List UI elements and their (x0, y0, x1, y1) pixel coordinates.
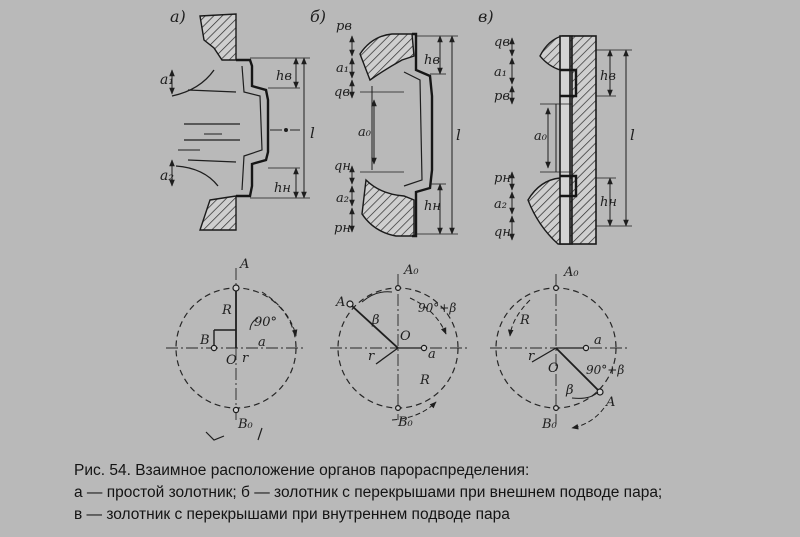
slide-valve-inner (241, 65, 263, 191)
cylinder-wall-top (199, 13, 237, 61)
panel-label-c: в) (478, 7, 494, 26)
caption-line-3: в — золотник с перекрышами при внутренне… (74, 506, 510, 523)
upper-port (560, 68, 578, 98)
figure-caption: Рис. 54. Взаимное расположение органов п… (74, 460, 774, 526)
steam-ports (171, 69, 240, 187)
label-l: l (310, 124, 315, 142)
lower-port (560, 174, 578, 198)
label-R: R (419, 373, 430, 388)
label-pv: pв (494, 89, 510, 104)
label-O: O (400, 329, 411, 344)
label-hv: hв (276, 69, 292, 84)
piston-head-top (359, 33, 415, 82)
panel-b-section: б) pв a₁ qв a₀ qн a₂ pн hв hн l (310, 7, 461, 238)
slide-valve-body (236, 58, 270, 198)
label-pn: pн (494, 171, 511, 186)
label-A: A (239, 257, 249, 272)
label-a2: a₂ (160, 168, 174, 184)
label-hn: hн (424, 199, 441, 214)
label-hn: hн (600, 195, 617, 210)
label-pv: pв (336, 19, 352, 34)
label-pn: pн (334, 221, 351, 236)
panel-label-b: б) (310, 7, 326, 26)
panel-label-a: а) (170, 7, 186, 26)
label-90deg: 90° (254, 315, 277, 330)
label-beta: β (371, 313, 380, 328)
label-a1: a₁ (336, 61, 349, 76)
label-B0: B₀ (237, 417, 254, 432)
piston-head-bottom (361, 178, 415, 237)
label-R: R (519, 313, 530, 328)
cylinder-wall-bottom (199, 195, 237, 231)
label-a: a (428, 347, 436, 362)
label-r: r (368, 349, 375, 364)
label-l: l (630, 126, 635, 144)
label-hv: hв (600, 69, 616, 84)
label-a0: a₀ (534, 129, 548, 144)
panel-c-section: в) qв a₁ pв a₀ pн a₂ qн hв hн (478, 7, 635, 245)
label-qn: qн (334, 159, 351, 174)
label-O: O (226, 353, 237, 368)
label-qv: qв (334, 85, 350, 100)
label-a2: a₂ (336, 191, 349, 206)
label-hn: hн (274, 181, 291, 196)
valve-sleeve (412, 32, 434, 238)
label-a2: a₂ (494, 197, 507, 212)
label-O: O (548, 361, 559, 376)
label-beta: β (565, 383, 574, 398)
label-A0: A₀ (403, 263, 419, 278)
label-a: a (258, 335, 266, 350)
caption-line-1: Рис. 54. Взаимное расположение органов п… (74, 462, 530, 479)
label-B: B (199, 333, 210, 348)
label-qv: qв (494, 35, 510, 50)
panel-a-section: а) a₁ a₂ hв hн l (160, 7, 315, 231)
label-r: r (242, 351, 249, 366)
label-l: l (456, 126, 461, 144)
label-qn: qн (494, 225, 511, 240)
panel-b-circle-diagram: A₀ A 90°+β β O a r R B₀ (330, 263, 468, 430)
caption-line-2: а — простой золотник; б — золотник с пер… (74, 484, 663, 501)
panel-c-circle-diagram: A₀ R r O a 90°+β β A B₀ (490, 265, 630, 432)
label-B0: B₀ (541, 417, 558, 432)
label-A0: A₀ (563, 265, 579, 280)
label-a1: a₁ (494, 65, 507, 80)
label-90-plus-beta: 90°+β (586, 363, 624, 377)
label-90-plus-beta: 90°+β (418, 301, 456, 315)
label-A: A (335, 295, 345, 310)
label-a1: a₁ (160, 72, 174, 88)
panel-a-circle-diagram: A R 90° B O a r B₀ (166, 257, 306, 441)
label-R: R (221, 303, 232, 318)
label-a: a (594, 333, 602, 348)
label-r: r (528, 349, 535, 364)
label-hv: hв (424, 53, 440, 68)
cylinder-liner (571, 35, 597, 245)
label-B0: B₀ (397, 415, 414, 430)
label-a0: a₀ (358, 125, 372, 140)
label-A: A (605, 395, 615, 410)
